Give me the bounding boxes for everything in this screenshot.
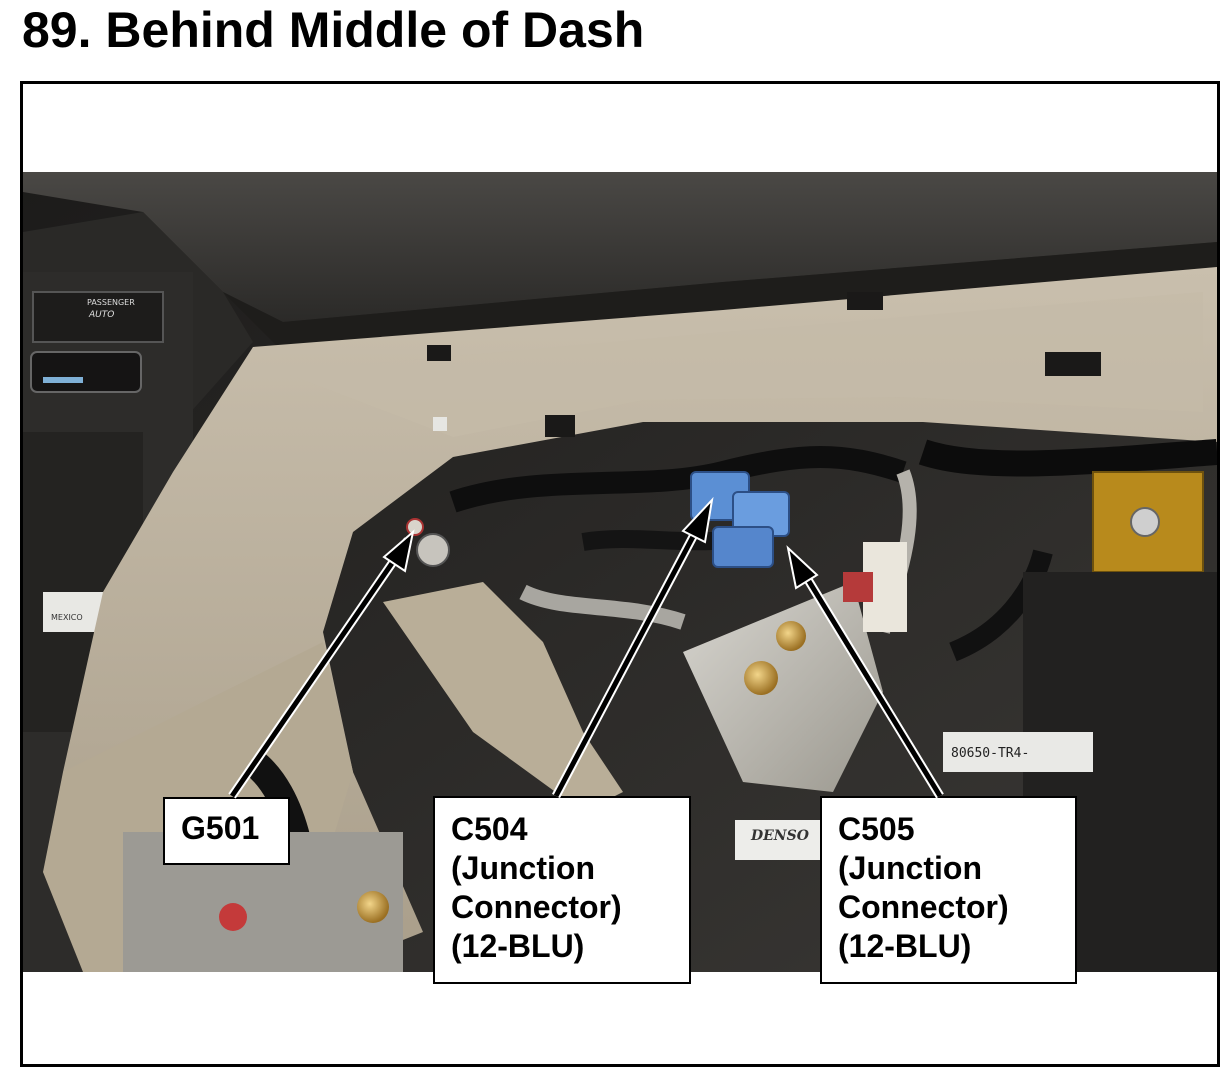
callout-c504: C504 (Junction Connector) (12-BLU) bbox=[433, 796, 691, 984]
callout-c505-line-4: (12-BLU) bbox=[838, 928, 972, 964]
callout-c504-line-4: (12-BLU) bbox=[451, 928, 585, 964]
page-title: 89. Behind Middle of Dash bbox=[22, 2, 645, 58]
callout-c505: C505 (Junction Connector) (12-BLU) bbox=[820, 796, 1077, 984]
callout-c504-line-2: (Junction bbox=[451, 850, 595, 886]
callout-c505-line-3: Connector) bbox=[838, 889, 1009, 925]
mexico-text: MEXICO bbox=[51, 613, 83, 622]
callout-c505-line-2: (Junction bbox=[838, 850, 982, 886]
passenger-text: PASSENGER bbox=[87, 298, 135, 307]
auto-text: AUTO bbox=[88, 310, 114, 320]
callout-c504-line-3: Connector) bbox=[451, 889, 622, 925]
callout-g501: G501 bbox=[163, 797, 290, 865]
callout-c504-line-1: C504 bbox=[451, 811, 528, 847]
part-number-text: 80650-TR4- bbox=[951, 746, 1029, 761]
denso-text: DENSO bbox=[750, 828, 810, 844]
callout-c505-line-1: C505 bbox=[838, 811, 915, 847]
callout-g501-line-1: G501 bbox=[181, 810, 260, 846]
